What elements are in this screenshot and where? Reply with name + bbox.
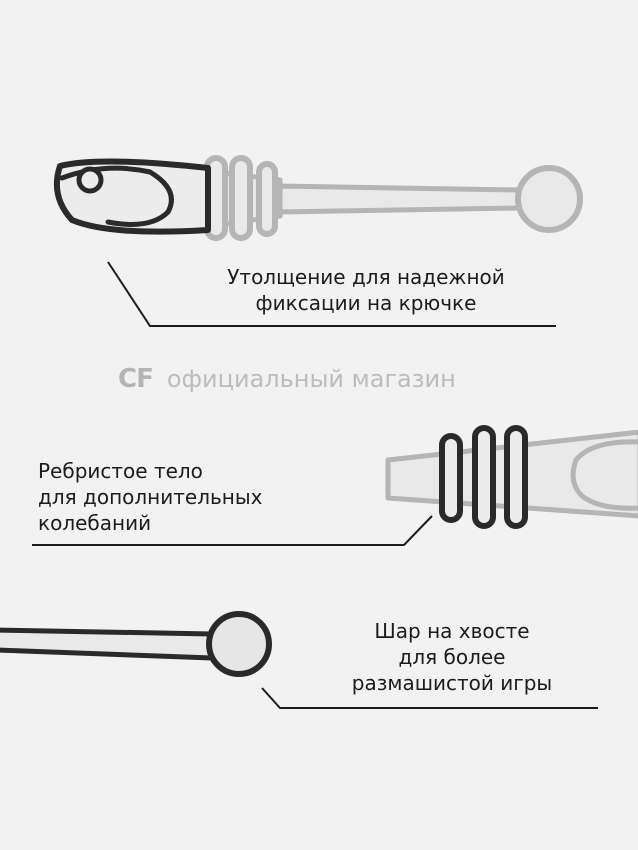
leader-line-head (107, 261, 556, 327)
leader-line-tail (261, 687, 598, 709)
closeup-tail-ball (206, 611, 272, 677)
lure-stem (275, 183, 523, 215)
leader-line-body (32, 515, 433, 546)
lure-body-closeup (385, 425, 638, 529)
closeup-rib-1 (439, 433, 463, 523)
caption-body-line-3: колебаний (38, 511, 152, 535)
caption-tail-line-3: размашистой игры (351, 671, 553, 695)
store-watermark-text: официальный магазин (166, 365, 456, 393)
caption-head-line-2: фиксации на крючке (255, 291, 477, 315)
lure-eye (76, 166, 104, 194)
lure-tail-closeup (0, 611, 272, 677)
closeup-rib-3 (504, 425, 528, 529)
caption-head-line-1: Утолщение для надежной (227, 265, 505, 289)
lure-rib-2 (229, 155, 253, 241)
lure-full (54, 155, 583, 241)
store-watermark: CF официальный магазин (118, 362, 456, 396)
closeup-rib-2 (472, 425, 496, 529)
caption-tail-line-1: Шар на хвосте (374, 619, 530, 643)
caption-body-line-2: для дополнительных (38, 485, 263, 509)
caption-tail-line-2: для более (398, 645, 506, 669)
lure-tail-ball (515, 165, 583, 233)
store-logo: CF (118, 364, 154, 394)
caption-body-line-1: Ребристое тело (38, 459, 203, 483)
closeup-head-curve (570, 439, 638, 511)
lure-head-face (59, 165, 174, 227)
caption-tail: Шар на хвосте для более размашистой игры (326, 618, 578, 696)
lure-rib-3 (256, 161, 278, 237)
closeup-stem (0, 627, 215, 661)
caption-body: Ребристое тело для дополнительных колеба… (38, 458, 262, 536)
caption-head: Утолщение для надежной фиксации на крючк… (196, 264, 536, 316)
